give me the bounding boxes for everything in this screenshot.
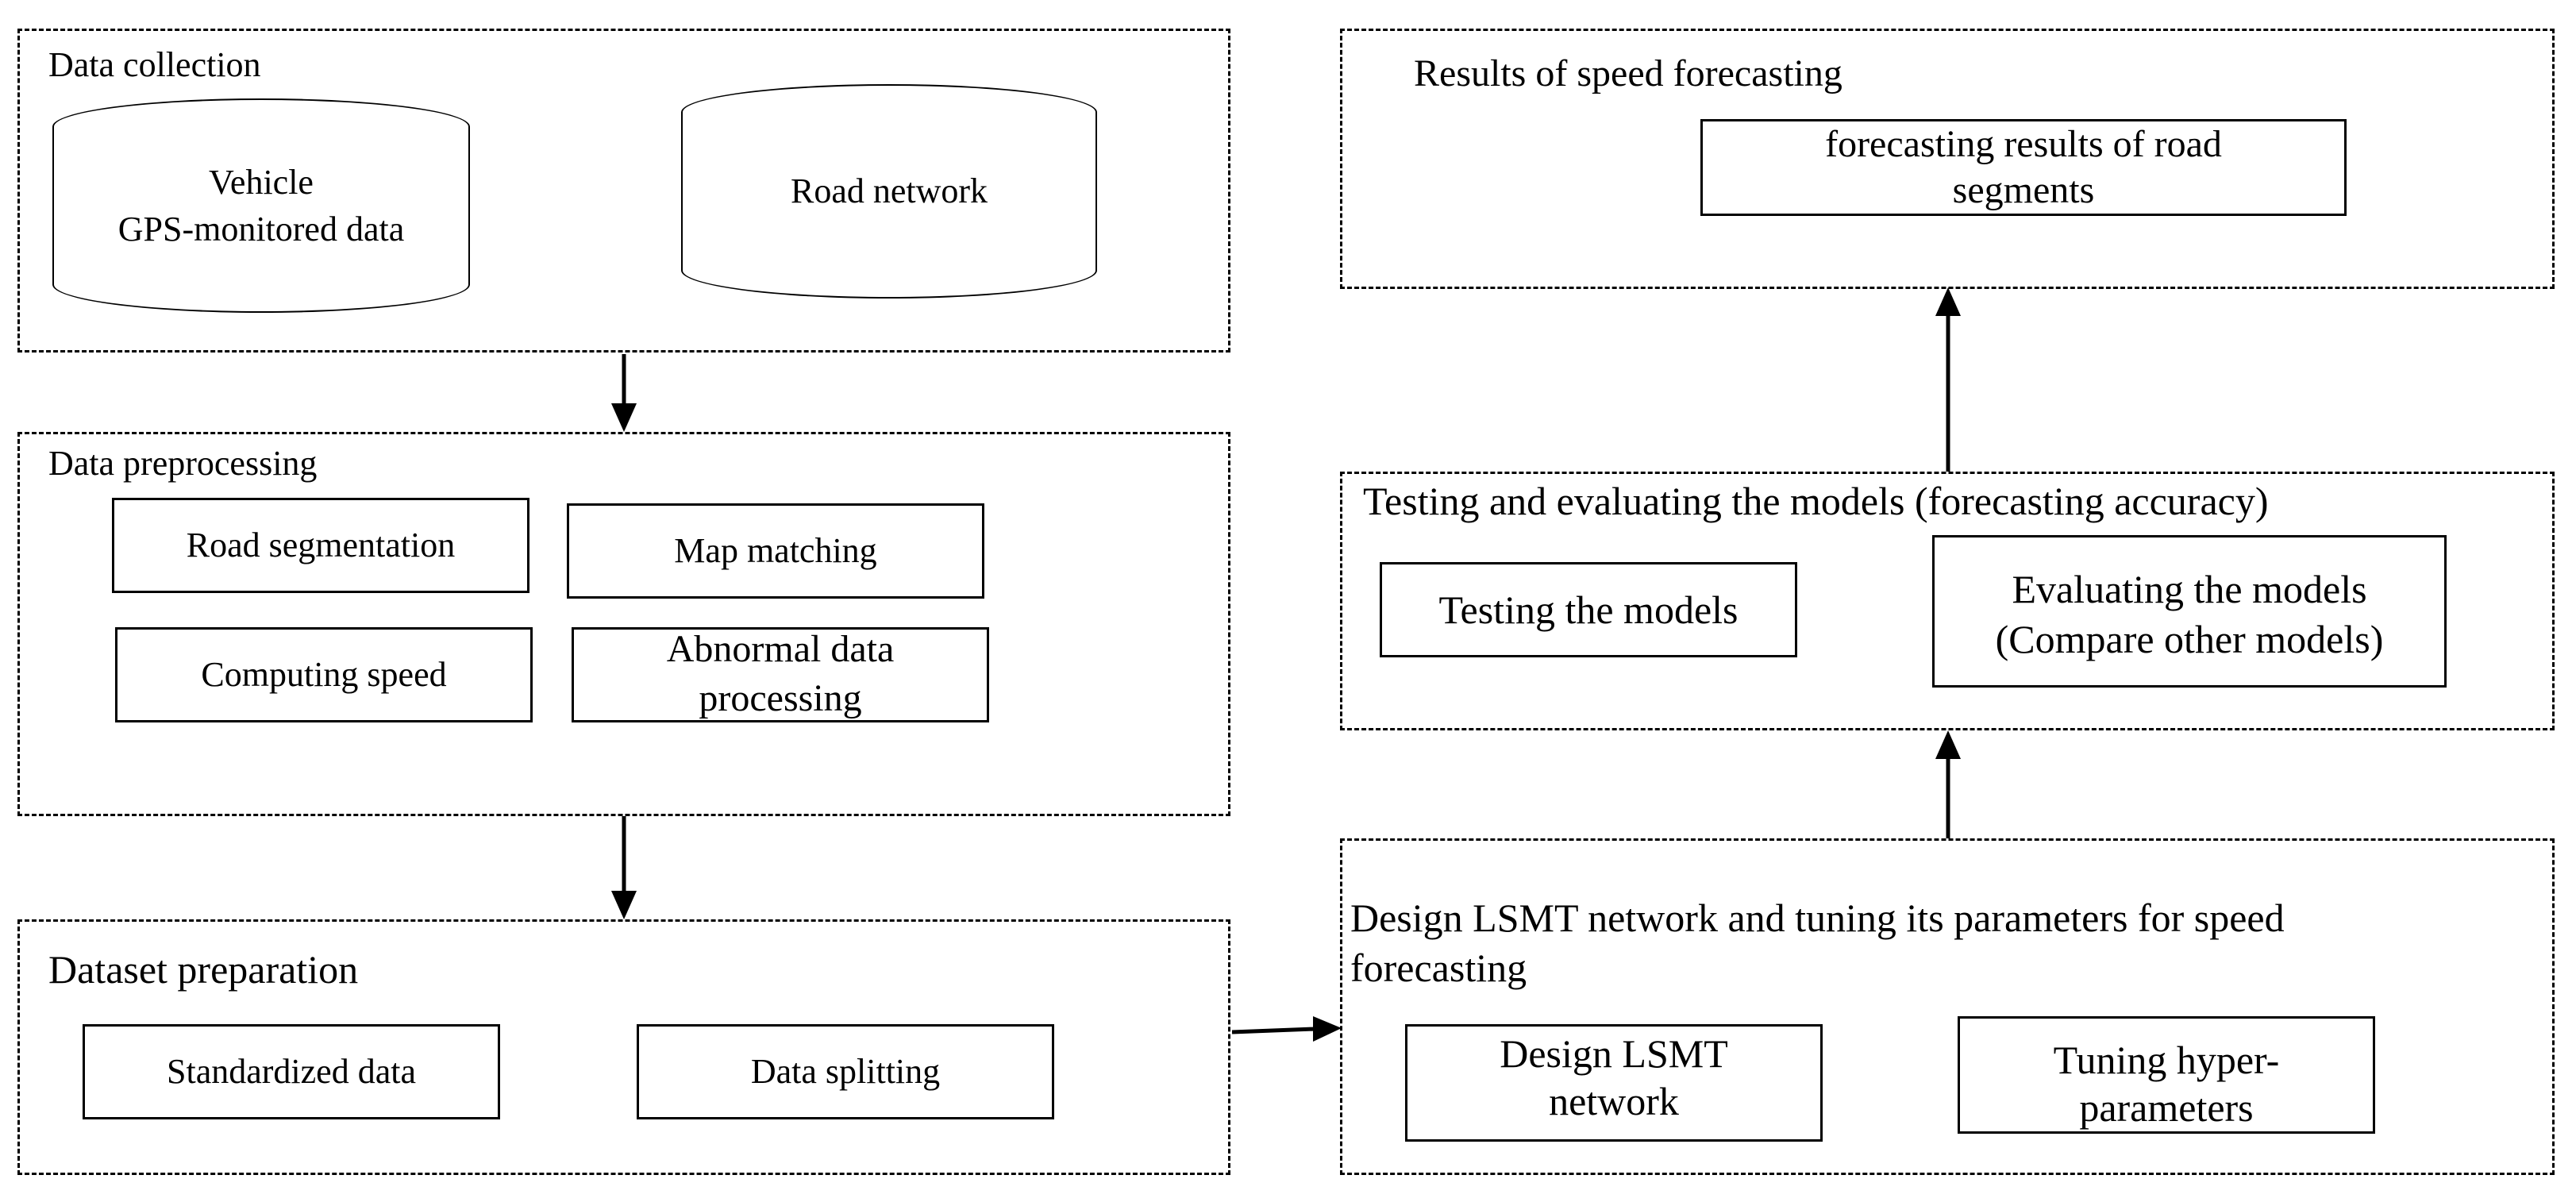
data-splitting-box: Data splitting xyxy=(637,1024,1054,1119)
tuning-hyperparameters-line2: parameters xyxy=(2079,1085,2254,1130)
map-matching-box: Map matching xyxy=(567,503,984,599)
testing-evaluating-group: Testing and evaluating the models (forec… xyxy=(1340,472,2555,730)
forecasting-results-line2: segments xyxy=(1952,169,2095,211)
evaluating-models-line1: Evaluating the models xyxy=(2012,567,2367,611)
data-collection-label: Data collection xyxy=(48,45,261,84)
road-segmentation-label: Road segmentation xyxy=(186,526,456,565)
vehicle-gps-line1: Vehicle xyxy=(209,162,314,202)
data-preprocessing-label: Data preprocessing xyxy=(48,444,318,483)
computing-speed-box: Computing speed xyxy=(115,627,533,722)
arrow-testing-to-results xyxy=(1935,287,1961,472)
data-preprocessing-group: Data preprocessing xyxy=(17,432,1230,816)
vehicle-gps-data-node: Vehicle GPS-monitored data xyxy=(52,98,470,313)
design-lsmt-label-line1: Design LSMT network and tuning its param… xyxy=(1350,896,2285,940)
data-collection-group: Data collection xyxy=(17,29,1230,353)
testing-models-box: Testing the models xyxy=(1380,562,1797,657)
design-lsmt-network-line1: Design LSMT xyxy=(1500,1031,1728,1076)
standardized-data-label: Standardized data xyxy=(167,1052,416,1092)
results-label: Results of speed forecasting xyxy=(1414,52,1842,94)
forecasting-results-box: forecasting results of road segments xyxy=(1700,119,2347,216)
design-lsmt-network-line2: network xyxy=(1549,1079,1679,1123)
tuning-hyperparameters-box: Tuning hyper- parameters xyxy=(1958,1016,2375,1134)
standardized-data-box: Standardized data xyxy=(83,1024,500,1119)
vehicle-gps-line2: GPS-monitored data xyxy=(117,210,405,248)
testing-evaluating-label: Testing and evaluating the models (forec… xyxy=(1363,479,2269,523)
abnormal-data-line1: Abnormal data xyxy=(666,628,895,670)
abnormal-data-processing-box: Abnormal data processing xyxy=(572,627,989,722)
road-network-node: Road network xyxy=(681,84,1097,299)
computing-speed-label: Computing speed xyxy=(201,655,447,695)
design-lsmt-label: Design LSMT network and tuning its param… xyxy=(1350,893,2285,992)
data-splitting-label: Data splitting xyxy=(750,1052,941,1092)
testing-models-label: Testing the models xyxy=(1438,587,1739,632)
arrow-dataset-to-design xyxy=(1231,1016,1342,1042)
forecasting-results-line1: forecasting results of road xyxy=(1825,123,2222,166)
arrow-collection-to-preprocessing xyxy=(611,354,637,432)
road-network-label: Road network xyxy=(790,171,988,211)
dataset-preparation-group: Dataset preparation xyxy=(17,919,1230,1175)
design-lsmt-group: Design LSMT network and tuning its param… xyxy=(1340,838,2555,1175)
arrow-preprocessing-to-dataset xyxy=(611,816,637,919)
arrow-design-to-testing xyxy=(1935,730,1961,838)
evaluating-models-line2: (Compare other models) xyxy=(1995,616,2384,661)
abnormal-data-line2: processing xyxy=(699,677,862,720)
map-matching-label: Map matching xyxy=(674,531,877,571)
dataset-preparation-label: Dataset preparation xyxy=(48,947,359,992)
results-group: Results of speed forecasting xyxy=(1340,29,2555,289)
design-lsmt-network-box: Design LSMT network xyxy=(1405,1024,1823,1142)
tuning-hyperparameters-line1: Tuning hyper- xyxy=(2053,1038,2280,1082)
evaluating-models-box: Evaluating the models (Compare other mod… xyxy=(1932,535,2447,688)
design-lsmt-label-line2: forecasting xyxy=(1350,945,1527,990)
road-segmentation-box: Road segmentation xyxy=(112,498,529,593)
